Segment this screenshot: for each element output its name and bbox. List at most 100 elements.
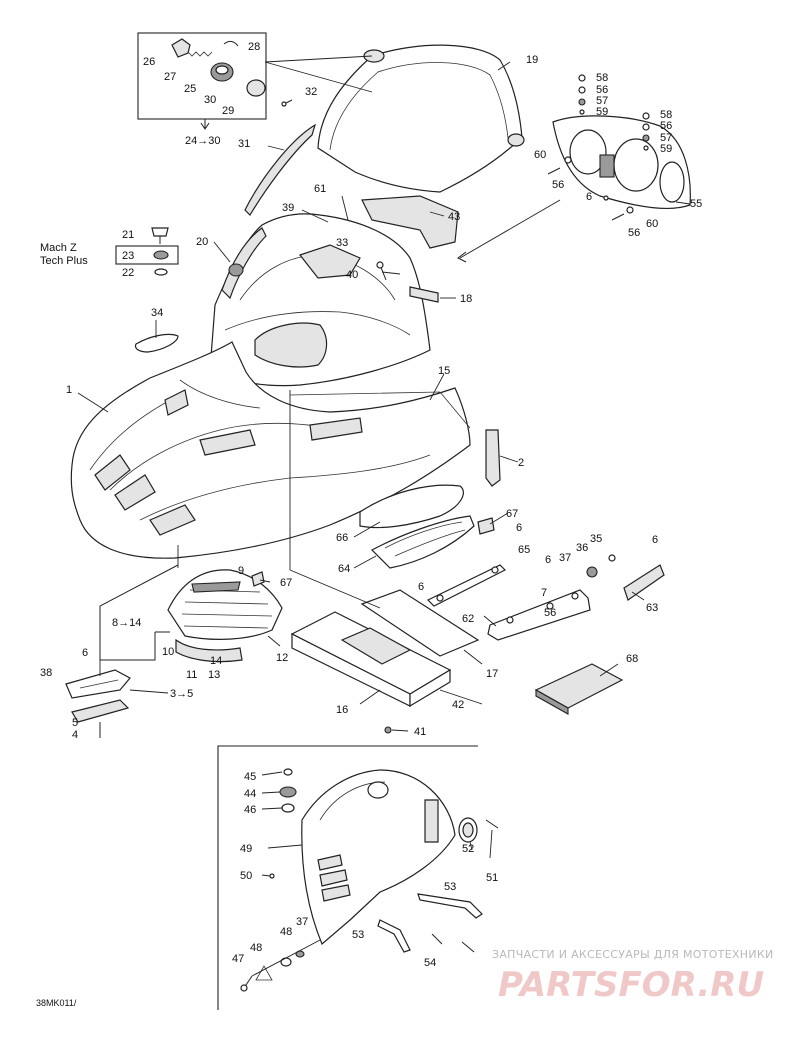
callout-56a: 56: [596, 84, 608, 96]
callout-29: 29: [222, 105, 234, 117]
callout-9: 9: [238, 565, 244, 577]
callout-60a: 60: [534, 149, 546, 161]
callout-4: 4: [72, 729, 78, 741]
callout-6a: 6: [82, 647, 88, 659]
callout-44: 44: [244, 788, 256, 800]
callout-56b: 56: [660, 120, 672, 132]
callout-56d: 56: [628, 227, 640, 239]
callout-17: 17: [486, 668, 498, 680]
side-panel-15: [289, 391, 471, 429]
callout-5: 5: [72, 717, 78, 729]
clip-67-left: [251, 571, 265, 587]
callout-labels: 1 2 3→5 4 5 6 6 6 6 6 6 7 8→14 9 10 11 1…: [40, 41, 702, 969]
callout-23: 23: [122, 250, 134, 262]
callout-3-5: 3→5: [170, 688, 193, 700]
callout-15: 15: [438, 365, 450, 377]
callout-47: 47: [232, 953, 244, 965]
callout-21: 21: [122, 229, 134, 241]
callout-19: 19: [526, 54, 538, 66]
callout-56e: 56: [544, 607, 556, 619]
fasteners-56-60: [547, 74, 650, 221]
callout-62: 62: [462, 613, 474, 625]
callout-59a: 59: [596, 106, 608, 118]
callout-33: 33: [336, 237, 348, 249]
nut-36-37: [586, 554, 616, 578]
callout-8-14: 8→14: [112, 617, 141, 629]
step-plate-38: [65, 669, 169, 738]
watermark-text: ЗАПЧАСТИ И АКСЕССУАРЫ ДЛЯ МОТОТЕХНИКИ: [492, 948, 774, 961]
callout-12: 12: [276, 652, 288, 664]
callout-41: 41: [414, 726, 426, 738]
trim-20: [221, 227, 267, 300]
hood-1: [70, 341, 471, 559]
callout-67a: 67: [506, 508, 518, 520]
callout-6f: 6: [418, 581, 424, 593]
callout-6c: 6: [516, 522, 522, 534]
watermark-logo: PARTSFOR.RU: [498, 965, 764, 1005]
callout-43: 43: [448, 211, 460, 223]
callout-53a: 53: [444, 881, 456, 893]
callout-25: 25: [184, 83, 196, 95]
callout-65: 65: [518, 544, 530, 556]
bracket-18: [409, 286, 439, 303]
callout-50: 50: [240, 870, 252, 882]
callout-64: 64: [338, 563, 350, 575]
callout-58a: 58: [596, 72, 608, 84]
callout-32: 32: [305, 86, 317, 98]
callout-27: 27: [164, 71, 176, 83]
model-note-line2: Tech Plus: [40, 255, 88, 267]
callout-31: 31: [238, 138, 250, 150]
callout-60b: 60: [646, 218, 658, 230]
callout-2: 2: [518, 457, 524, 469]
callout-38: 38: [40, 667, 52, 679]
callout-16: 16: [336, 704, 348, 716]
callout-54: 54: [424, 957, 436, 969]
callout-68: 68: [626, 653, 638, 665]
callout-7: 7: [541, 587, 547, 599]
tray-64: [371, 515, 475, 569]
callout-67b: 67: [280, 577, 292, 589]
handle-34: [134, 333, 179, 353]
callout-37b: 37: [296, 916, 308, 928]
callout-52: 52: [462, 843, 474, 855]
callout-14: 14: [210, 655, 222, 667]
fastener-inset-21-23: [115, 227, 179, 276]
model-note-line1: Mach Z: [40, 242, 77, 254]
callout-22: 22: [122, 267, 134, 279]
callout-66: 66: [336, 532, 348, 544]
bracket-62: [487, 589, 591, 641]
console-39: [209, 213, 431, 387]
callout-leaders: [77, 61, 691, 877]
callout-46: 46: [244, 804, 256, 816]
callout-59b: 59: [660, 143, 672, 155]
callout-6b: 6: [586, 191, 592, 203]
callout-34: 34: [151, 307, 163, 319]
panel-43: [361, 195, 459, 249]
callout-53b: 53: [352, 929, 364, 941]
frame-16: [290, 611, 452, 708]
callout-18: 18: [460, 293, 472, 305]
callout-30: 30: [204, 94, 216, 106]
callout-6e: 6: [652, 534, 658, 546]
trim-31: [244, 123, 317, 216]
callout-49: 49: [240, 843, 252, 855]
gauge-panel-55: [552, 115, 691, 210]
plate-63: [623, 564, 665, 601]
callout-45: 45: [244, 771, 256, 783]
callout-6d: 6: [545, 554, 551, 566]
callout-42: 42: [452, 699, 464, 711]
callout-36: 36: [576, 542, 588, 554]
callout-20: 20: [196, 236, 208, 248]
gasket-66: [359, 484, 464, 529]
callout-1: 1: [66, 384, 72, 396]
callout-55: 55: [690, 198, 702, 210]
inset-box-24-30: [137, 32, 293, 130]
model-note: Mach Z Tech Plus: [40, 242, 88, 267]
watermark: ЗАПЧАСТИ И АКСЕССУАРЫ ДЛЯ МОТОТЕХНИКИ PA…: [492, 948, 774, 1005]
callout-63: 63: [646, 602, 658, 614]
callout-57b: 57: [660, 132, 672, 144]
panel-17: [360, 589, 480, 657]
callout-11: 11: [186, 669, 197, 681]
assembly-lines: [99, 199, 561, 676]
